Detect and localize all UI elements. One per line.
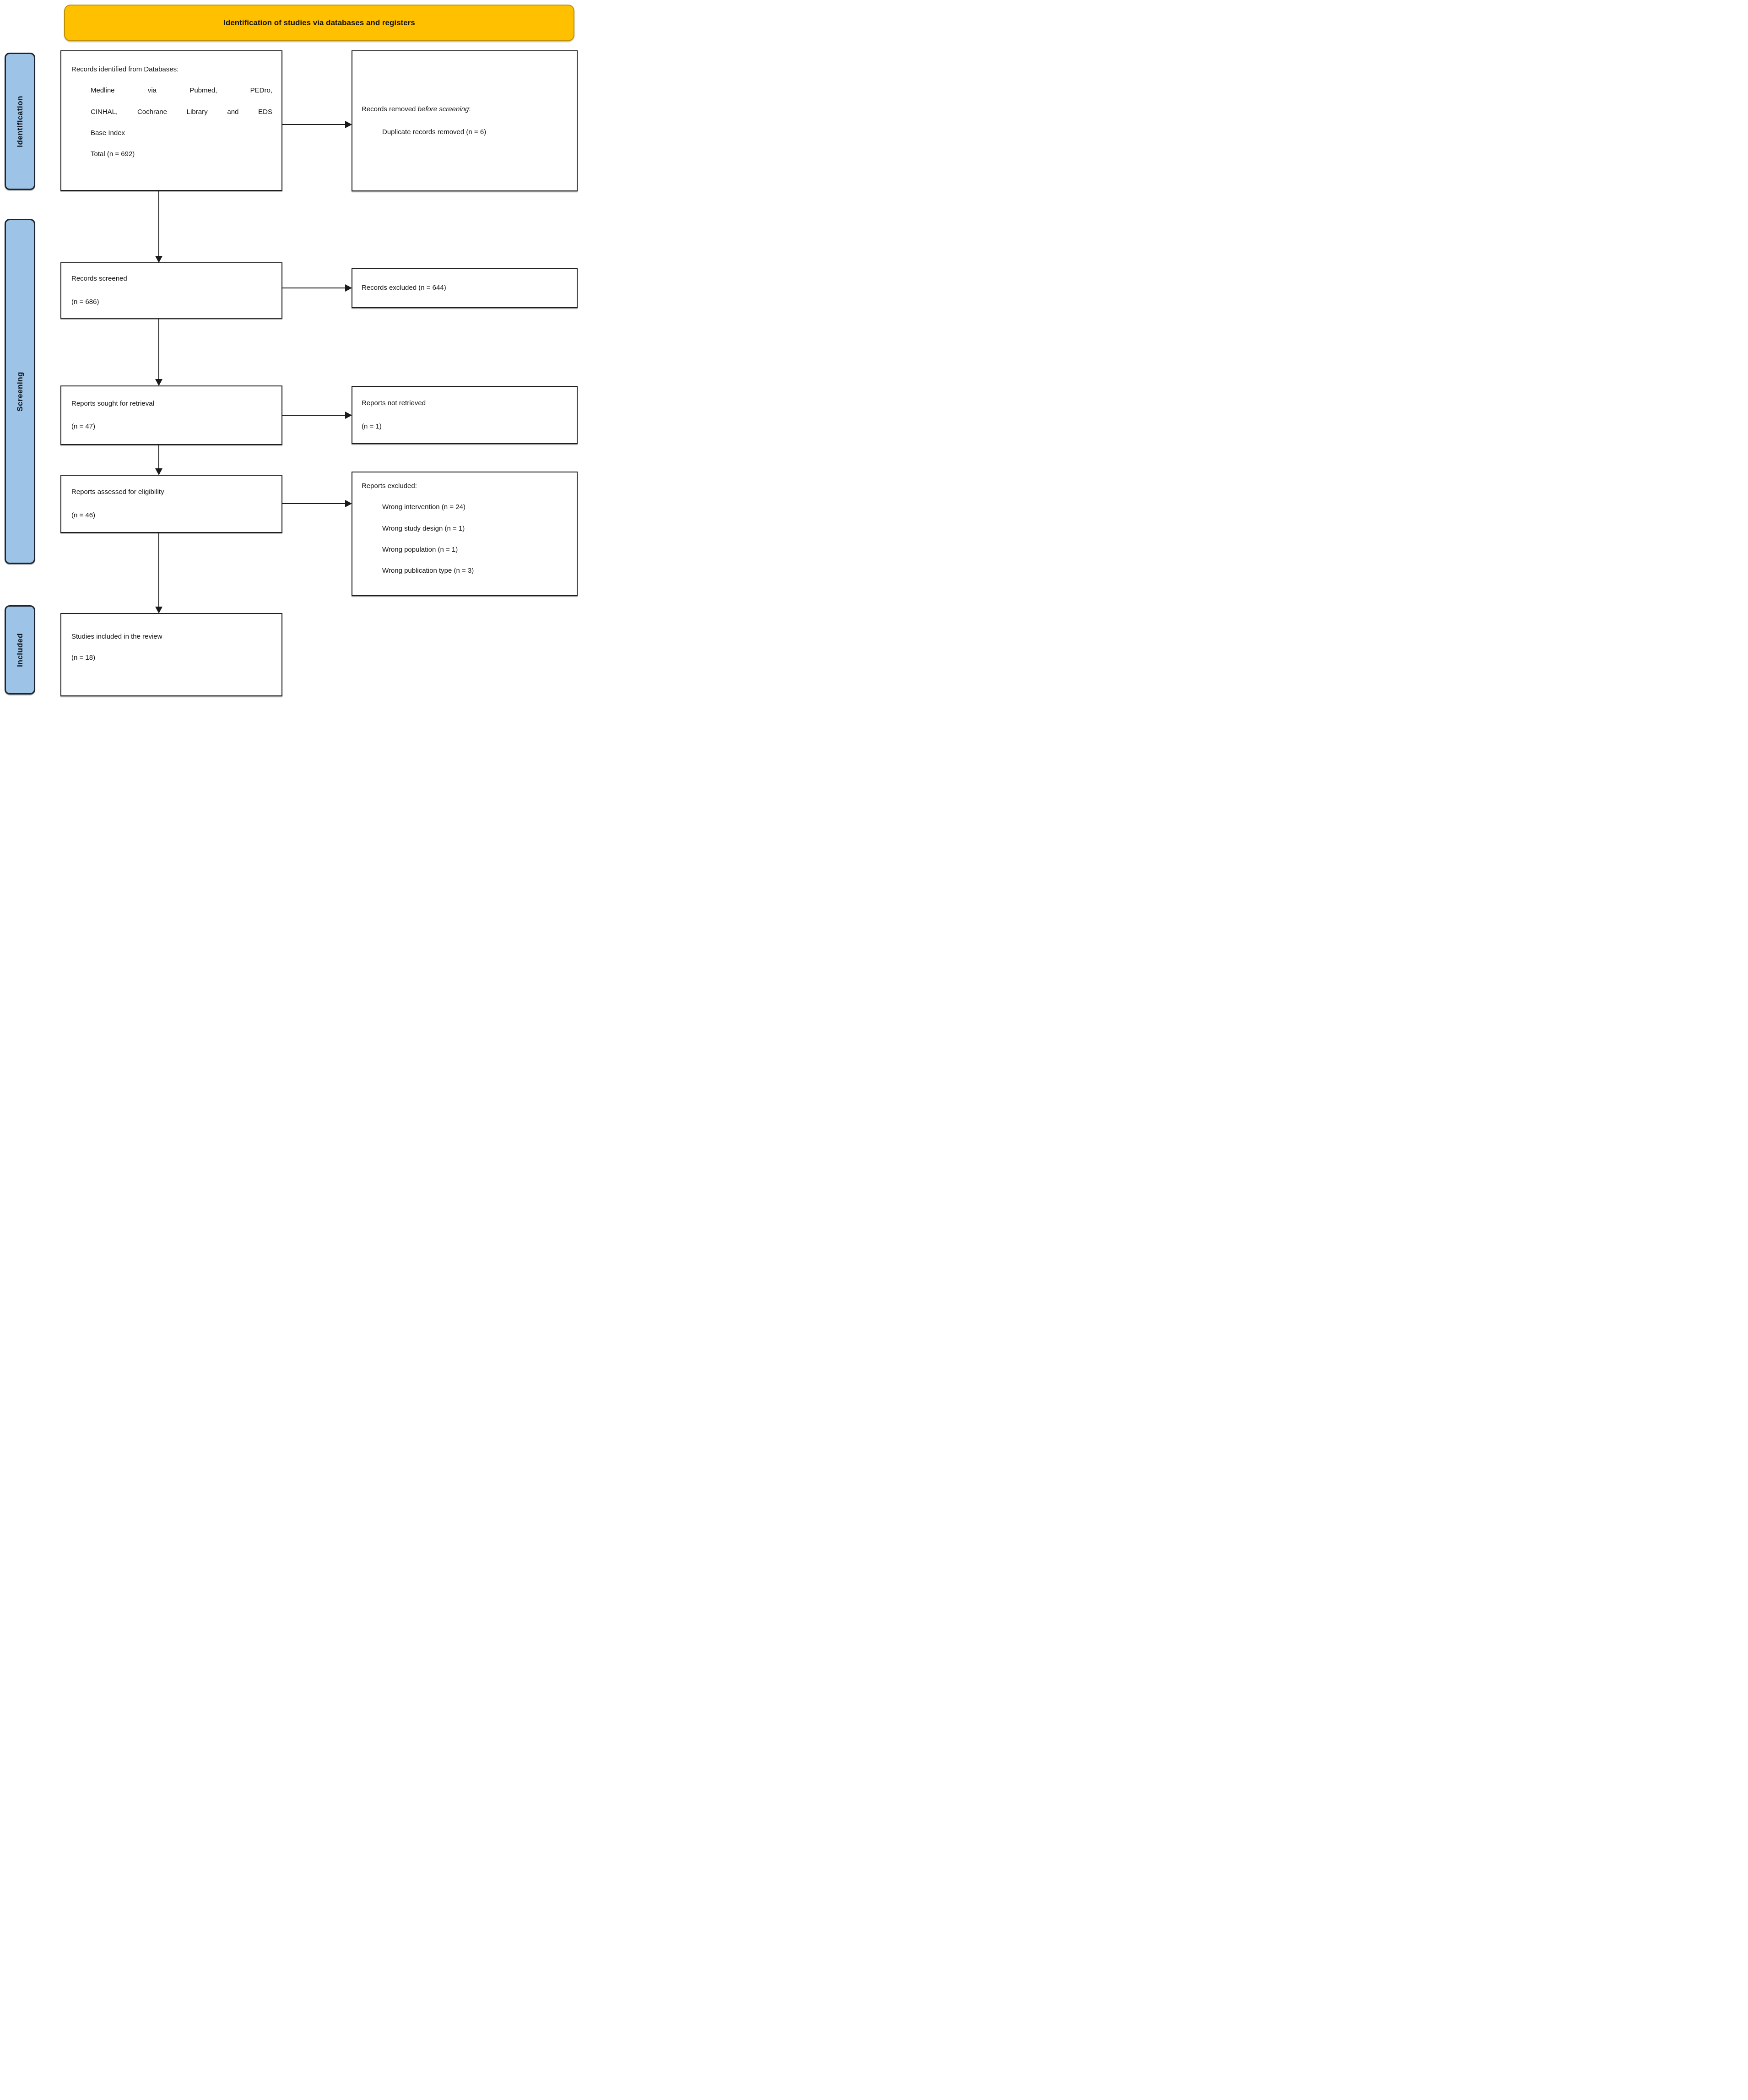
- records-identified-source-line-2: CINHAL, Cochrane Library and EDS: [91, 108, 272, 116]
- arrow-sought-to-not-retrieved-head-icon: [345, 412, 352, 419]
- records-removed-prefix: Records removed: [362, 105, 418, 113]
- box-reports-assessed: Reports assessed for eligibility (n = 46…: [60, 475, 282, 533]
- reports-assessed-label: Reports assessed for eligibility: [71, 488, 164, 496]
- arrow-sought-to-not-retrieved-line: [282, 415, 345, 416]
- arrow-screened-to-sought-line: [158, 319, 159, 379]
- arrow-identified-to-screened-line: [158, 191, 159, 256]
- stage-label-screening-text: Screening: [15, 371, 24, 412]
- stage-label-screening: Screening: [5, 219, 35, 564]
- box-reports-sought: Reports sought for retrieval (n = 47): [60, 385, 282, 445]
- reports-not-retrieved-label: Reports not retrieved: [362, 399, 426, 407]
- box-reports-not-retrieved: Reports not retrieved (n = 1): [352, 386, 578, 444]
- reports-excluded-heading: Reports excluded:: [362, 482, 417, 490]
- records-excluded-label: Records excluded (n = 644): [362, 284, 446, 292]
- box-records-removed: Records removed before screening: Duplic…: [352, 50, 578, 191]
- records-screened-count: (n = 686): [71, 298, 99, 306]
- reports-excluded-item-4: Wrong publication type (n = 3): [382, 567, 474, 575]
- arrow-sought-to-assessed-line: [158, 445, 159, 468]
- records-identified-sources: Medline via Pubmed, PEDro, CINHAL, Cochr…: [91, 86, 272, 159]
- records-removed-suffix: :: [469, 105, 471, 113]
- records-screened-label: Records screened: [71, 275, 127, 283]
- reports-excluded-item-1: Wrong intervention (n = 24): [382, 503, 465, 511]
- prisma-flow-diagram: Identification of studies via databases …: [0, 0, 583, 700]
- stage-label-identification: Identification: [5, 53, 35, 190]
- arrow-identified-to-removed-head-icon: [345, 121, 352, 128]
- reports-sought-count: (n = 47): [71, 423, 96, 430]
- records-identified-total: Total (n = 692): [91, 150, 135, 158]
- reports-not-retrieved-count: (n = 1): [362, 422, 382, 430]
- box-records-screened: Records screened (n = 686): [60, 262, 282, 319]
- reports-sought-label: Reports sought for retrieval: [71, 399, 154, 407]
- box-records-identified: Records identified from Databases: Medli…: [60, 50, 282, 191]
- arrow-assessed-to-reports-excluded-head-icon: [345, 500, 352, 507]
- records-removed-heading: Records removed before screening:: [362, 105, 570, 114]
- arrow-screened-to-sought-head-icon: [155, 379, 162, 386]
- studies-included-label: Studies included in the review: [71, 633, 162, 640]
- arrow-identified-to-screened-head-icon: [155, 256, 162, 263]
- stage-label-included: Included: [5, 605, 35, 695]
- box-records-excluded: Records excluded (n = 644): [352, 268, 578, 308]
- records-identified-source-line-3: Base Index: [91, 129, 125, 137]
- studies-included-count: (n = 18): [71, 654, 96, 662]
- banner-title-text: Identification of studies via databases …: [223, 18, 415, 27]
- records-identified-source-line-1: Medline via Pubmed, PEDro,: [91, 87, 272, 95]
- box-studies-included: Studies included in the review (n = 18): [60, 613, 282, 696]
- box-reports-excluded: Reports excluded: Wrong intervention (n …: [352, 472, 578, 596]
- arrow-screened-to-excluded-head-icon: [345, 284, 352, 292]
- reports-excluded-item-2: Wrong study design (n = 1): [382, 524, 465, 532]
- arrow-assessed-to-included-head-icon: [155, 607, 162, 613]
- records-removed-italic: before screening: [417, 105, 469, 113]
- records-removed-detail: Duplicate records removed (n = 6): [382, 128, 487, 136]
- arrow-assessed-to-reports-excluded-line: [282, 503, 345, 504]
- reports-excluded-item-3: Wrong population (n = 1): [382, 545, 458, 553]
- reports-assessed-count: (n = 46): [71, 511, 96, 519]
- banner-title: Identification of studies via databases …: [64, 5, 574, 41]
- arrow-assessed-to-included-line: [158, 533, 159, 607]
- arrow-sought-to-assessed-head-icon: [155, 468, 162, 475]
- arrow-identified-to-removed-line: [282, 124, 345, 125]
- records-identified-heading: Records identified from Databases:: [71, 65, 179, 73]
- stage-label-included-text: Included: [15, 633, 24, 667]
- stage-label-identification-text: Identification: [15, 95, 24, 147]
